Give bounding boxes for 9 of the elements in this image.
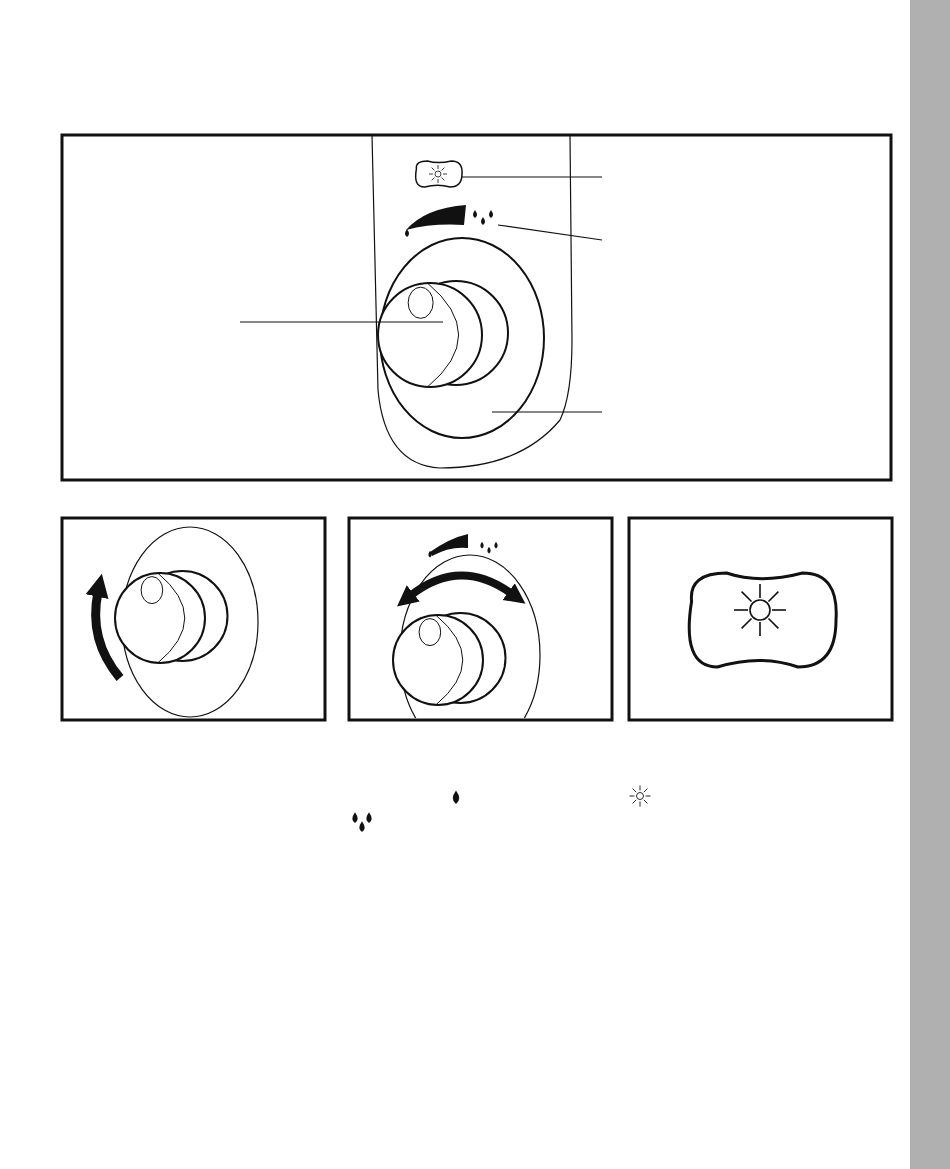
light-button — [414, 160, 463, 188]
leader-line — [497, 224, 603, 241]
side-tab — [910, 0, 950, 1169]
leader-line — [461, 176, 603, 178]
dial-base — [377, 237, 545, 439]
leader-line — [491, 411, 603, 413]
dial-knob — [377, 280, 509, 388]
leader-line — [239, 321, 444, 323]
steam-scale — [405, 205, 493, 237]
